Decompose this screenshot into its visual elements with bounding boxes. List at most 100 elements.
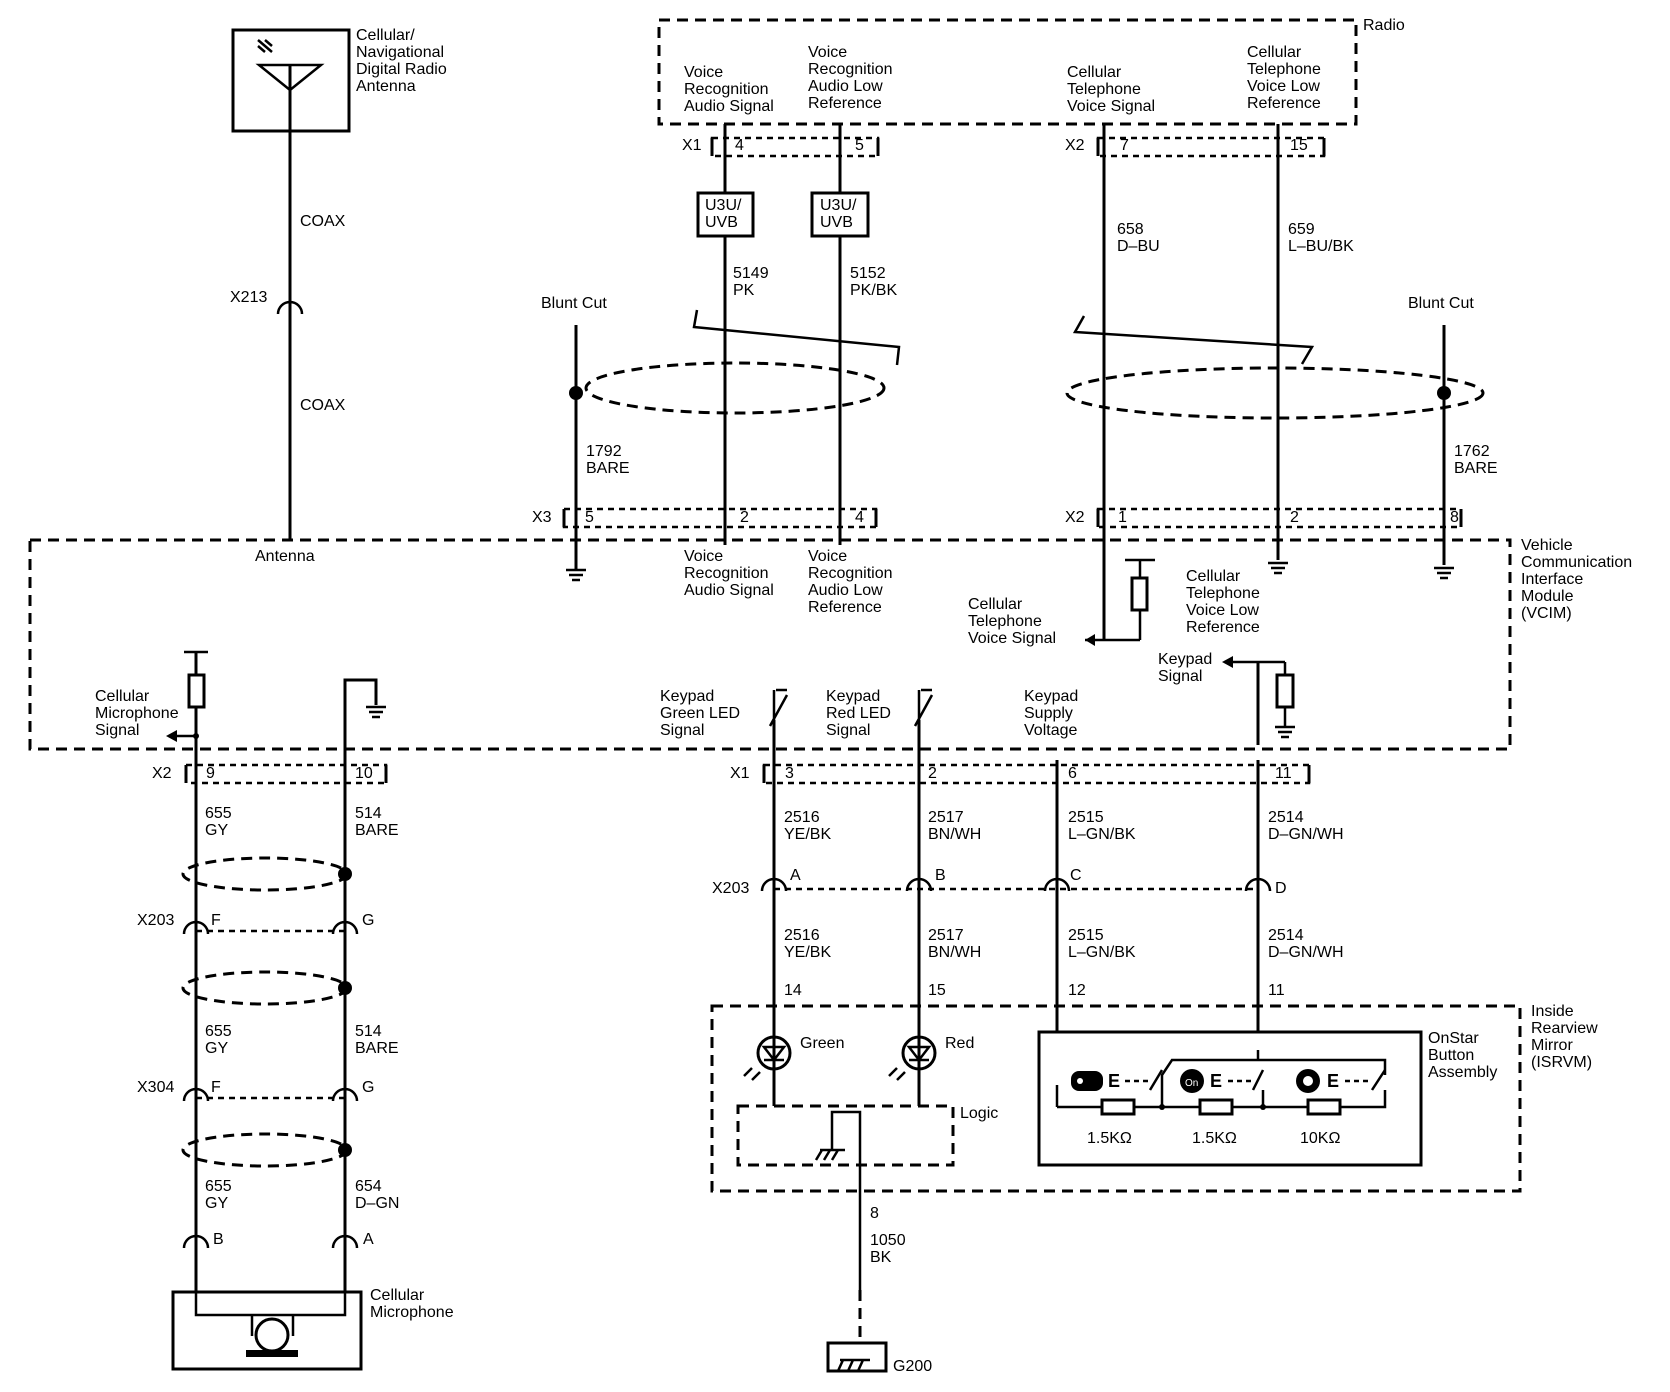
- call-button-icon: On: [1180, 1069, 1204, 1093]
- isrvm-boundary: [710, 1004, 1522, 1193]
- svg-text:B: B: [213, 1231, 224, 1248]
- svg-text:F: F: [211, 912, 221, 929]
- svg-text:G: G: [362, 1079, 374, 1096]
- vcim-boundary: [28, 538, 1512, 751]
- svg-text:X2: X2: [1065, 137, 1085, 154]
- svg-text:3: 3: [785, 765, 794, 782]
- svg-text:15: 15: [1290, 137, 1308, 154]
- radio-boundary: [657, 18, 1358, 126]
- coax-lower-label: COAX: [300, 397, 346, 414]
- svg-text:X2: X2: [1065, 509, 1085, 526]
- svg-text:U3U/UVB: U3U/UVB: [705, 197, 742, 231]
- svg-text:X1: X1: [730, 765, 750, 782]
- svg-text:1.5KΩ: 1.5KΩ: [1087, 1130, 1132, 1147]
- svg-text:10KΩ: 10KΩ: [1300, 1130, 1340, 1147]
- svg-text:5: 5: [585, 509, 594, 526]
- svg-text:4: 4: [735, 137, 744, 154]
- radio-label: Radio: [1363, 17, 1405, 34]
- svg-text:X203: X203: [137, 912, 174, 929]
- svg-text:6: 6: [1068, 765, 1077, 782]
- svg-text:Antenna: Antenna: [255, 548, 315, 565]
- svg-text:2: 2: [928, 765, 937, 782]
- onstar-button-icon: [1071, 1071, 1103, 1091]
- svg-text:X304: X304: [137, 1079, 174, 1096]
- svg-text:X3: X3: [532, 509, 552, 526]
- svg-text:Blunt Cut: Blunt Cut: [541, 295, 607, 312]
- svg-text:E: E: [1210, 1071, 1222, 1091]
- logic-box: [736, 1104, 955, 1167]
- svg-text:1: 1: [1118, 509, 1127, 526]
- red-led: [888, 1035, 937, 1081]
- svg-text:2: 2: [1290, 509, 1299, 526]
- svg-text:1.5KΩ: 1.5KΩ: [1192, 1130, 1237, 1147]
- svg-text:7: 7: [1120, 137, 1129, 154]
- svg-text:5: 5: [855, 137, 864, 154]
- x213-label: X213: [230, 289, 267, 306]
- green-led: [743, 1035, 792, 1081]
- svg-text:Red: Red: [945, 1035, 974, 1052]
- svg-text:A: A: [790, 867, 801, 884]
- svg-text:8: 8: [870, 1205, 879, 1222]
- svg-text:X1: X1: [682, 137, 702, 154]
- svg-text:4: 4: [855, 509, 864, 526]
- svg-text:B: B: [935, 867, 946, 884]
- svg-text:E: E: [1108, 1071, 1120, 1091]
- microphone-component: [171, 1290, 363, 1371]
- svg-text:X2: X2: [152, 765, 172, 782]
- svg-text:11: 11: [1275, 765, 1292, 782]
- antenna-component: [231, 28, 351, 133]
- svg-text:C: C: [1070, 867, 1082, 884]
- svg-text:U3U/UVB: U3U/UVB: [820, 197, 857, 231]
- svg-text:X203: X203: [712, 880, 749, 897]
- svg-text:Logic: Logic: [960, 1105, 998, 1122]
- svg-text:Blunt Cut: Blunt Cut: [1408, 295, 1474, 312]
- svg-text:F: F: [211, 1079, 221, 1096]
- svg-text:12: 12: [1068, 982, 1086, 999]
- emergency-button-icon: [1296, 1069, 1320, 1093]
- svg-text:On: On: [1185, 1078, 1198, 1089]
- svg-text:Green: Green: [800, 1035, 844, 1052]
- svg-text:10: 10: [355, 765, 373, 782]
- svg-text:G200: G200: [893, 1358, 932, 1375]
- svg-text:9: 9: [206, 765, 215, 782]
- g200-ground: [826, 1341, 888, 1373]
- svg-text:A: A: [363, 1231, 374, 1248]
- svg-text:15: 15: [928, 982, 946, 999]
- svg-text:G: G: [362, 912, 374, 929]
